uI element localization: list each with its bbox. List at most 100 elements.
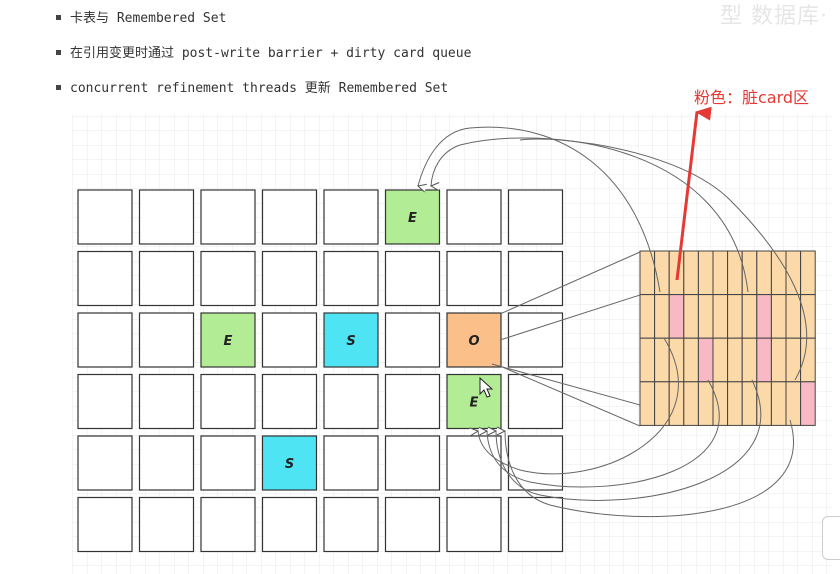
- ref-arc: [519, 138, 808, 381]
- card: [741, 294, 758, 339]
- card: [654, 294, 670, 339]
- dirty-card-annotation: 粉色：脏card区: [694, 88, 810, 107]
- region-free: [261, 250, 318, 307]
- card: [668, 381, 685, 426]
- bullet-post-write-barrier: 在引用变更时通过 post-write barrier + dirty card…: [56, 43, 471, 65]
- card: [639, 294, 656, 339]
- bullet-icon: [56, 14, 61, 20]
- side-panel-tab[interactable]: [822, 516, 840, 560]
- card: [727, 337, 743, 383]
- region-free: [446, 250, 502, 307]
- ref-arc: [418, 126, 661, 293]
- region-free: [200, 250, 256, 307]
- dirty-card: [756, 294, 772, 339]
- region-free: [77, 496, 133, 553]
- region-free: [138, 496, 195, 553]
- region-free: [384, 250, 441, 307]
- region-free: [323, 189, 379, 245]
- region-free: [138, 250, 195, 307]
- region-label: E: [408, 211, 417, 226]
- bullet-icon: [56, 84, 61, 90]
- region-free: [323, 250, 379, 307]
- dirty-card: [668, 294, 685, 339]
- card: [654, 381, 670, 426]
- card: [770, 337, 787, 383]
- card: [712, 337, 729, 383]
- region-free: [507, 312, 564, 368]
- bullet-icon: [56, 49, 61, 55]
- region-eden: [200, 312, 256, 368]
- region-free: [138, 373, 195, 430]
- region-free: [138, 435, 195, 491]
- watermark: 型 数据库·: [720, 4, 828, 29]
- card: [639, 381, 656, 426]
- dirty-card: [800, 381, 816, 426]
- card: [785, 294, 802, 339]
- region-free: [261, 312, 318, 368]
- region-free: [77, 373, 133, 430]
- card: [697, 381, 714, 426]
- card: [683, 250, 699, 296]
- reference-lines: [418, 126, 808, 518]
- region-free: [384, 496, 441, 553]
- region-survivor: [323, 312, 379, 368]
- ref-arc: [431, 137, 749, 293]
- ref-line: [499, 365, 641, 427]
- card: [683, 381, 699, 426]
- card: [697, 250, 714, 296]
- region-free: [384, 312, 441, 368]
- region-survivor: [261, 435, 318, 491]
- region-free: [200, 435, 256, 491]
- region-free: [507, 189, 564, 245]
- bullet-text: 卡表与 Remembered Set: [70, 11, 227, 26]
- card: [668, 337, 685, 383]
- region-free: [446, 435, 502, 491]
- card: [785, 337, 802, 383]
- ref-line: [499, 294, 641, 341]
- card: [697, 294, 714, 339]
- card: [639, 337, 656, 383]
- bullet-text: concurrent refinement threads 更新 Remembe…: [70, 81, 449, 96]
- region-free: [323, 373, 379, 430]
- region-free: [138, 189, 195, 245]
- card: [785, 381, 802, 426]
- card: [712, 250, 729, 296]
- region-free: [507, 435, 564, 491]
- ref-line: [499, 251, 641, 315]
- ref-arc: [505, 419, 794, 518]
- region-free: [261, 373, 318, 430]
- region-free: [200, 373, 256, 430]
- ref-arc: [478, 337, 679, 475]
- mouse-cursor-icon: [479, 376, 494, 398]
- card: [741, 381, 758, 426]
- red-pointer-arrow: [675, 106, 712, 281]
- region-free: [200, 189, 256, 245]
- ref-line: [491, 363, 641, 406]
- region-free: [446, 496, 502, 553]
- bullet-card-table: 卡表与 Remembered Set: [56, 8, 226, 30]
- region-free: [323, 496, 379, 553]
- card: [741, 337, 758, 383]
- region-free: [200, 496, 256, 553]
- region-label: O: [468, 334, 479, 349]
- region-free: [77, 189, 133, 245]
- bullet-refinement-threads: concurrent refinement threads 更新 Remembe…: [56, 78, 448, 100]
- ref-arc: [496, 379, 761, 501]
- dirty-card: [756, 337, 772, 383]
- card: [756, 381, 772, 426]
- region-free: [507, 250, 564, 307]
- region-free: [77, 435, 133, 491]
- card: [712, 294, 729, 339]
- region-eden: [384, 189, 441, 245]
- card: [683, 337, 699, 383]
- region-label: S: [285, 457, 294, 472]
- region-free: [77, 250, 133, 307]
- region-label: S: [346, 334, 355, 349]
- region-free: [77, 312, 133, 368]
- card: [800, 294, 816, 339]
- card: [800, 337, 816, 383]
- ref-arc: [487, 379, 720, 488]
- region-free: [384, 435, 441, 491]
